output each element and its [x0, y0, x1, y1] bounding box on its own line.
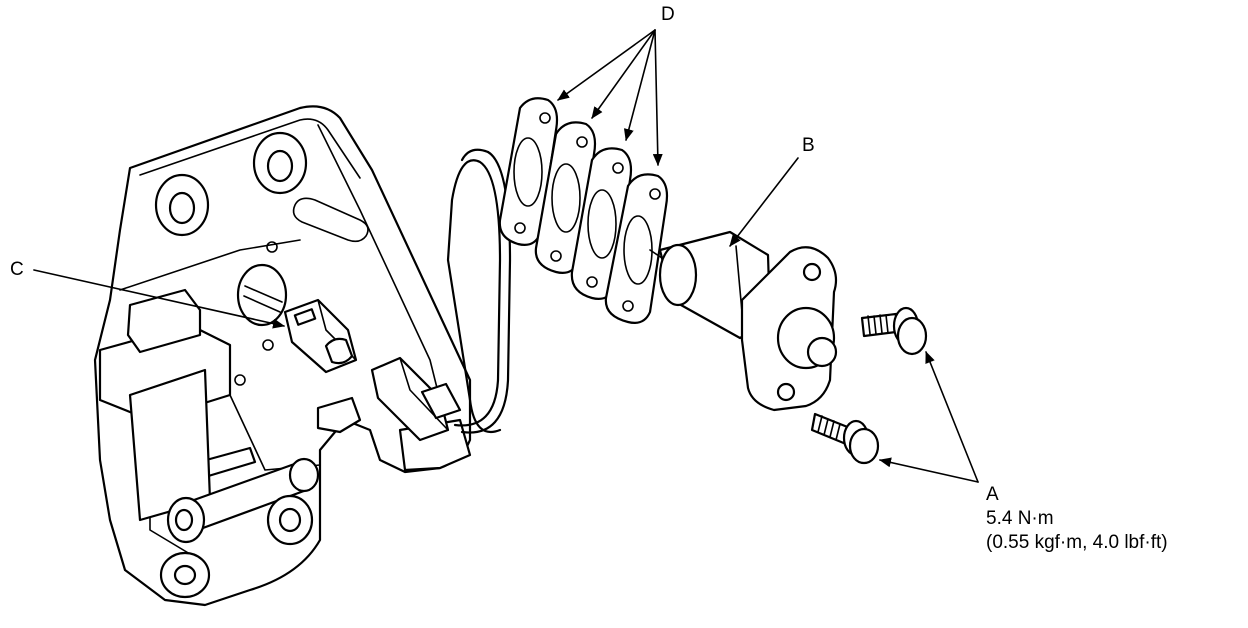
- leader-c: [33, 269, 285, 329]
- gasket-4: [604, 173, 669, 324]
- wire-harness: [446, 148, 512, 434]
- connector-c: [283, 298, 358, 374]
- leader-d-3: [623, 29, 656, 141]
- bolt-lower: [810, 412, 880, 465]
- leader-d-2: [591, 29, 656, 119]
- callout-d-label: D: [661, 4, 675, 25]
- solenoid-valve: [649, 230, 838, 412]
- leader-a-upper: [925, 351, 979, 483]
- torque-spec-metric: 5.4 N·m: [986, 508, 1054, 529]
- bolt-upper: [860, 306, 928, 356]
- leader-lines: [33, 29, 979, 483]
- torque-spec-alt: (0.55 kgf·m, 4.0 lbf·ft): [986, 532, 1168, 553]
- leader-b: [729, 157, 799, 247]
- leader-d-1: [557, 29, 656, 101]
- callout-a-label: A: [986, 484, 999, 505]
- callout-c-label: C: [10, 259, 24, 280]
- leader-d-4: [652, 29, 663, 166]
- callout-b-label: B: [802, 135, 815, 156]
- solenoid-connector: [370, 356, 462, 442]
- leader-a-lower: [879, 457, 979, 483]
- mounting-bracket: [93, 105, 472, 607]
